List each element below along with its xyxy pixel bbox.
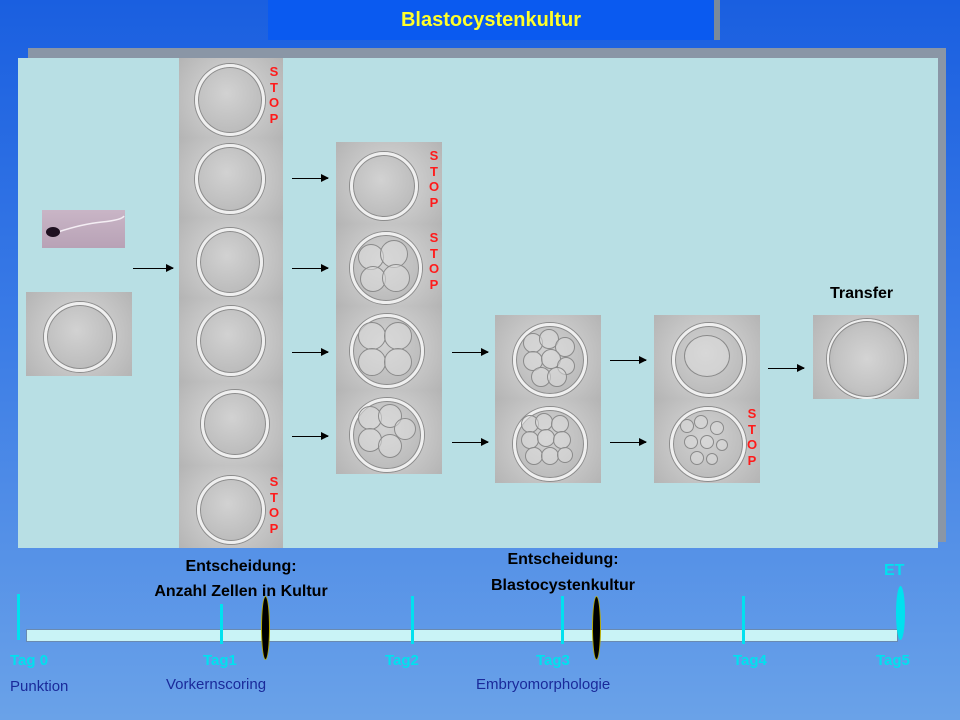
- embryo-image: [495, 399, 601, 483]
- zygote-image: [179, 298, 283, 382]
- arrow: [452, 348, 489, 356]
- arrow: [610, 438, 647, 446]
- decision-marker-1: [261, 596, 270, 660]
- arrow: [292, 174, 329, 182]
- day-label: Tag 0: [10, 652, 49, 669]
- stop-label: STOP: [268, 474, 280, 536]
- stop-label: STOP: [746, 406, 758, 468]
- decision-marker-2: [592, 596, 601, 660]
- timeline-tick: [742, 596, 745, 644]
- embryo-image: [495, 315, 601, 399]
- day-sublabel: Punktion: [10, 678, 69, 695]
- zygote-image: [179, 218, 283, 298]
- day-label: Tag1: [203, 652, 237, 669]
- morula-image: [654, 315, 760, 399]
- timeline-tick: [411, 596, 414, 644]
- et-marker: [896, 586, 905, 640]
- stop-label: STOP: [268, 64, 280, 126]
- zygote-image: [179, 58, 283, 138]
- arrow: [292, 264, 329, 272]
- zygote-image: [179, 382, 283, 466]
- stop-label: STOP: [428, 148, 440, 210]
- day-sublabel: Vorkernscoring: [166, 676, 267, 693]
- transfer-label: Transfer: [830, 285, 894, 302]
- sperm-image: [42, 210, 125, 248]
- zygote-image: [179, 466, 283, 548]
- sperm-head: [46, 227, 60, 237]
- arrow: [452, 438, 489, 446]
- arrow: [133, 264, 174, 272]
- decision-2-line1: Entscheidung:: [507, 551, 619, 568]
- decision-1: Entscheidung: Anzahl Zellen in Kultur: [130, 556, 352, 606]
- diagram-panel: [18, 58, 938, 548]
- arrow: [768, 364, 805, 372]
- embryo-image: [336, 224, 442, 306]
- degenerated-embryo-image: [654, 399, 760, 483]
- arrow: [610, 356, 647, 364]
- zygote-image: [179, 138, 283, 218]
- arrow: [292, 348, 329, 356]
- day-label: Tag5: [876, 652, 910, 669]
- day-label: Tag3: [536, 652, 570, 669]
- et-label: ET: [884, 562, 905, 579]
- oocyte-image: [26, 292, 132, 376]
- stop-label: STOP: [428, 230, 440, 292]
- arrow: [292, 432, 329, 440]
- decision-2-line2: Blastocystenkultur: [490, 577, 636, 594]
- blastocyst-image: [813, 315, 919, 399]
- embryo-image: [336, 390, 442, 474]
- timeline-tick: [561, 596, 564, 644]
- timeline-tick: [17, 594, 20, 640]
- decision-2: Entscheidung: Blastocystenkultur: [452, 548, 674, 600]
- timeline-bar: [26, 629, 898, 642]
- timeline-tick: [220, 604, 223, 644]
- page-title: Blastocystenkultur: [400, 8, 582, 31]
- day-sublabel: Embryomorphologie: [476, 676, 611, 693]
- title-bar: Blastocystenkultur: [268, 0, 714, 40]
- day-label: Tag4: [733, 652, 767, 669]
- decision-1-line2: Anzahl Zellen in Kultur: [154, 583, 328, 600]
- decision-1-line1: Entscheidung:: [185, 558, 297, 575]
- embryo-image: [336, 306, 442, 390]
- day-label: Tag2: [385, 652, 419, 669]
- embryo-image: [336, 142, 442, 224]
